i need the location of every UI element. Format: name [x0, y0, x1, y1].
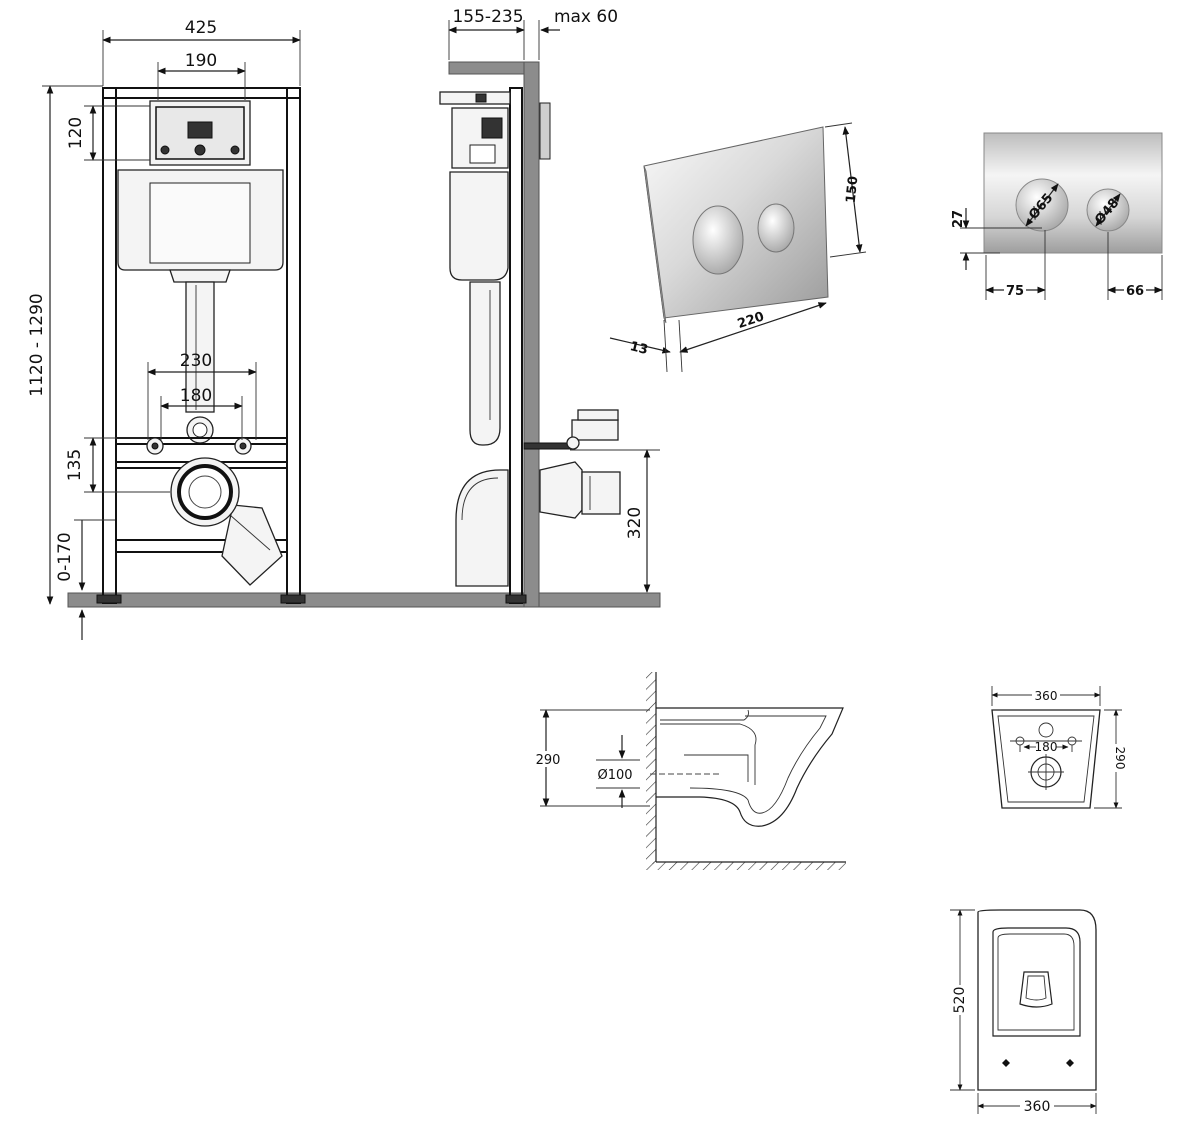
flush-plate-front-face	[983, 132, 1163, 254]
side-drain-connector	[539, 461, 583, 519]
bowl-side-section: 290 Ø100	[533, 672, 846, 870]
floor-slab	[67, 592, 661, 608]
dim-left-offset: 75	[1006, 284, 1024, 299]
flush-plate-front: Ø65 Ø48 27 75 66	[951, 132, 1163, 300]
bowl-top-view: 520 360	[950, 909, 1097, 1115]
dim-bowl-depth: 520	[952, 987, 968, 1014]
dim-plate-height: 150	[844, 175, 862, 204]
foot-right	[280, 594, 306, 604]
dim-bowl-height: 290	[536, 753, 561, 768]
foot-left	[96, 594, 122, 604]
dim-total-height: 1120 - 1290	[27, 293, 47, 396]
dim-rear-width: 360	[1035, 689, 1058, 703]
frame-post-right	[286, 87, 301, 604]
dim-wall-max: max 60	[554, 7, 618, 27]
bowl-rear-outline	[991, 709, 1101, 809]
dim-plate-thickness: 13	[628, 339, 649, 358]
dim-stud-outer: 230	[180, 351, 212, 371]
flush-pipe	[185, 281, 215, 413]
dim-button-offset: 27	[951, 210, 966, 228]
dim-bowl-width: 360	[1024, 1099, 1051, 1115]
bowl-top-outline	[977, 909, 1097, 1091]
dim-opening-width: 190	[185, 51, 217, 71]
top-rail	[102, 87, 301, 99]
dim-pipe-diameter: Ø100	[597, 768, 632, 783]
dim-frame-depth: 155-235	[452, 7, 523, 27]
dim-right-offset: 66	[1126, 284, 1144, 299]
dim-outlet-floor: 320	[625, 507, 645, 539]
side-post	[509, 87, 523, 604]
side-cistern	[449, 171, 509, 281]
big-button	[692, 205, 744, 275]
dim-leg-adjust: 0-170	[55, 532, 75, 581]
frame-post-left	[102, 87, 117, 604]
side-outlet-elbow	[455, 469, 509, 587]
dim-rear-spacing: 180	[1035, 740, 1058, 754]
dim-frame-width: 425	[185, 18, 217, 38]
side-downpipe	[469, 281, 501, 446]
outlet-bend	[221, 504, 283, 586]
dim-stud-to-outlet: 135	[65, 449, 85, 481]
frame-front-view: 425 190 120 1120 - 1290 230 180 135 0	[27, 18, 661, 640]
dim-rear-height: 290	[1113, 747, 1127, 770]
flush-plate-perspective: 150 220 13	[609, 122, 867, 373]
dim-opening-height: 120	[66, 117, 86, 149]
bowl-profile	[656, 707, 844, 827]
dim-stud-inner: 180	[180, 386, 212, 406]
small-button	[757, 203, 795, 253]
wall-section	[523, 61, 540, 608]
frame-side-view: 155-235 max 60 320	[439, 7, 660, 608]
bowl-rear-view: 180 360 290	[991, 686, 1127, 809]
side-inlet-connector	[571, 419, 619, 441]
